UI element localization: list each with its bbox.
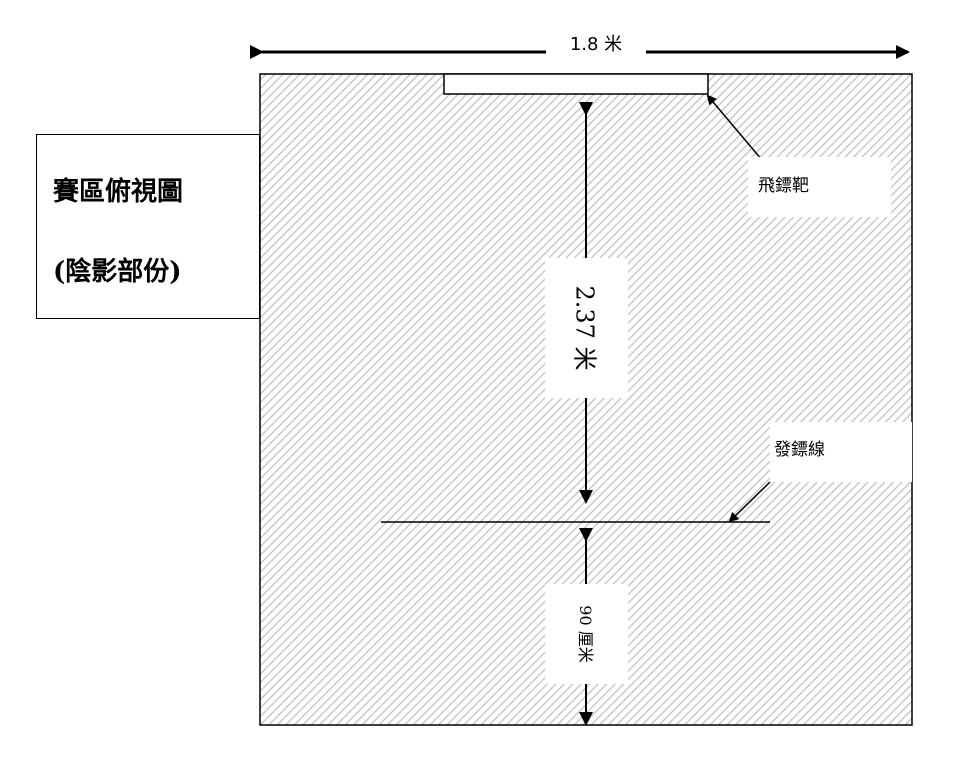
throw-line-pointer-arrow (728, 481, 771, 523)
title: 賽區俯視圖 (53, 177, 184, 207)
dartboard (443, 73, 709, 95)
subtitle: (陰影部份) (53, 257, 182, 287)
target-pointer-arrow (706, 94, 763, 161)
title-box: 賽區俯視圖 (陰影部份) (36, 134, 260, 319)
distance-label-box: 2.37 米 (545, 258, 628, 398)
bottom-distance-label: 90 厘米 (575, 605, 595, 663)
bottom-distance-label-box: 90 厘米 (545, 584, 628, 684)
distance-label: 2.37 米 (570, 285, 598, 371)
width-label: 1.8 米 (546, 32, 646, 72)
target-label: 飛鏢靶 (748, 157, 891, 217)
throw-line-label: 發鏢線 (770, 422, 912, 482)
